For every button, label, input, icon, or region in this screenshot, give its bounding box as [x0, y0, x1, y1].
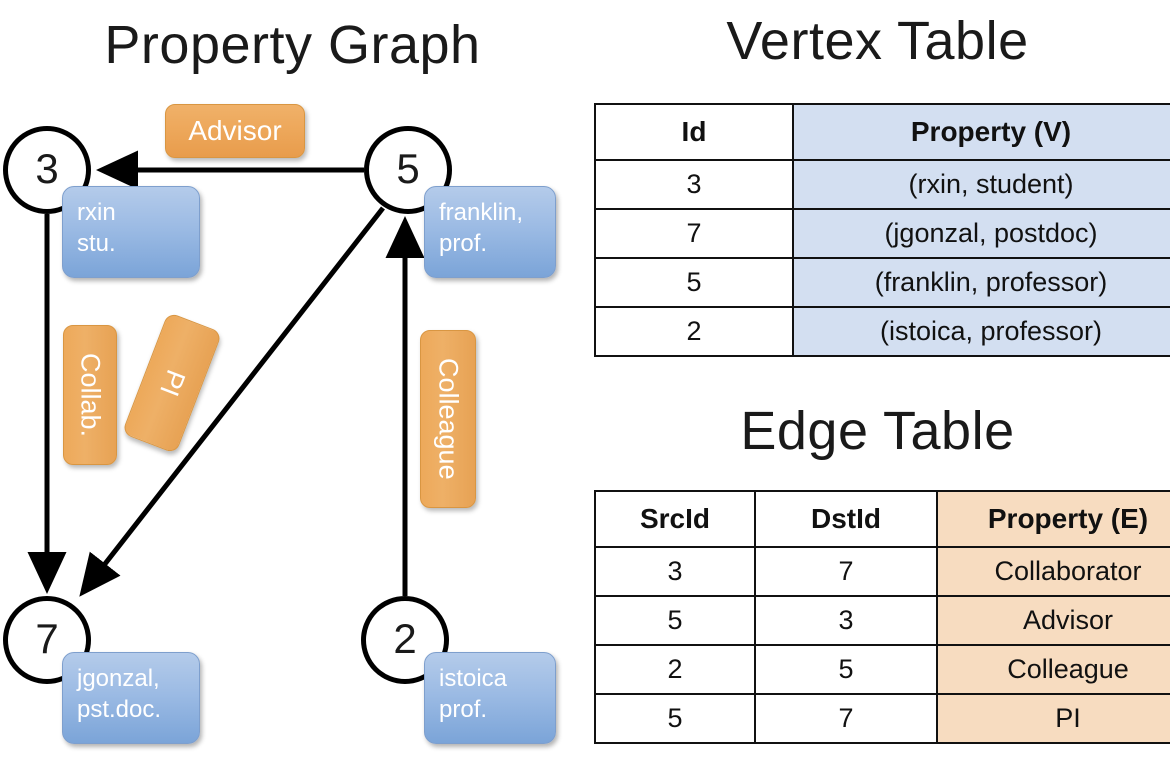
vertex-cell-property: (istoica, professor)	[792, 306, 1170, 357]
edge-line-pi	[79, 206, 385, 597]
node-property-callout-3: rxin stu.	[62, 186, 200, 278]
edge-cell-property: Collaborator	[936, 546, 1170, 597]
graph-node-7-label: 7	[35, 615, 59, 662]
property-graph-panel: 3 5 7 2 rxin stu. franklin, prof. jgonza…	[3, 104, 556, 744]
page-title-property-graph: Property Graph	[104, 15, 481, 75]
node-property-callout-5: franklin, prof.	[424, 186, 556, 278]
node-property-line: pst.doc.	[77, 696, 162, 724]
graph-edges-svg	[27, 150, 425, 597]
edge-cell-dstid: 5	[754, 644, 938, 695]
vertex-cell-id: 7	[594, 208, 794, 259]
table-row[interactable]: 5 7 PI	[594, 693, 1170, 744]
vertex-cell-id: 2	[594, 306, 794, 357]
table-row[interactable]: 3 7 Collaborator	[594, 546, 1170, 597]
edge-table-header-dstid: DstId	[754, 490, 938, 548]
page-title-edge-table: Edge Table	[740, 401, 1015, 461]
edge-table: SrcId DstId Property (E) 3 7 Collaborato…	[594, 490, 1170, 744]
edge-cell-srcid: 5	[594, 693, 756, 744]
edge-label-advisor: Advisor	[165, 104, 305, 158]
vertex-cell-property: (franklin, professor)	[792, 257, 1170, 308]
edge-cell-dstid: 7	[754, 693, 938, 744]
edge-cell-property: PI	[936, 693, 1170, 744]
vertex-cell-id: 3	[594, 159, 794, 210]
vertex-table: Id Property (V) 3 (rxin, student) 7 (jgo…	[594, 103, 1170, 357]
node-property-line: istoica	[439, 665, 508, 692]
graph-node-3-label: 3	[35, 145, 59, 192]
node-property-line: franklin,	[439, 199, 524, 226]
vertex-cell-property: (rxin, student)	[792, 159, 1170, 210]
vertex-table-header-property: Property (V)	[792, 103, 1170, 161]
edge-table-header-srcid: SrcId	[594, 490, 756, 548]
graph-node-2[interactable]: 2	[361, 596, 449, 684]
edge-label-colleague-text: Colleague	[433, 358, 464, 480]
vertex-table-header-id: Id	[594, 103, 794, 161]
table-row[interactable]: 3 (rxin, student)	[594, 159, 1170, 210]
node-property-line: prof.	[439, 696, 488, 724]
graph-node-2-label: 2	[393, 615, 417, 662]
edge-label-pi-text: PI	[153, 365, 192, 401]
node-property-line: prof.	[439, 230, 488, 258]
vertex-cell-id: 5	[594, 257, 794, 308]
edge-cell-dstid: 7	[754, 546, 938, 597]
edge-cell-srcid: 2	[594, 644, 756, 695]
edge-label-collab-text: Collab.	[75, 352, 106, 438]
node-property-callout-7: jgonzal, pst.doc.	[62, 652, 200, 744]
table-row[interactable]: 2 5 Colleague	[594, 644, 1170, 695]
table-row[interactable]: 5 3 Advisor	[594, 595, 1170, 646]
table-row[interactable]: 7 (jgonzal, postdoc)	[594, 208, 1170, 259]
vertex-cell-property: (jgonzal, postdoc)	[792, 208, 1170, 259]
table-row[interactable]: 2 (istoica, professor)	[594, 306, 1170, 357]
edge-table-header-row: SrcId DstId Property (E)	[594, 490, 1170, 548]
node-property-line: stu.	[77, 230, 116, 258]
edge-cell-srcid: 3	[594, 546, 756, 597]
node-property-callout-2: istoica prof.	[424, 652, 556, 744]
edge-cell-srcid: 5	[594, 595, 756, 646]
edge-cell-property: Colleague	[936, 644, 1170, 695]
page-title-vertex-table: Vertex Table	[726, 11, 1029, 71]
node-property-line: rxin	[77, 199, 116, 226]
edge-cell-property: Advisor	[936, 595, 1170, 646]
graph-node-5[interactable]: 5	[364, 126, 452, 214]
graph-node-5-label: 5	[396, 145, 420, 192]
vertex-table-header-row: Id Property (V)	[594, 103, 1170, 161]
table-row[interactable]: 5 (franklin, professor)	[594, 257, 1170, 308]
node-property-line: jgonzal,	[77, 665, 160, 692]
edge-label-advisor-text: Advisor	[188, 115, 282, 146]
edge-cell-dstid: 3	[754, 595, 938, 646]
edge-label-collab: Collab.	[63, 325, 117, 465]
edge-label-colleague: Colleague	[420, 330, 476, 508]
edge-table-header-property: Property (E)	[936, 490, 1170, 548]
